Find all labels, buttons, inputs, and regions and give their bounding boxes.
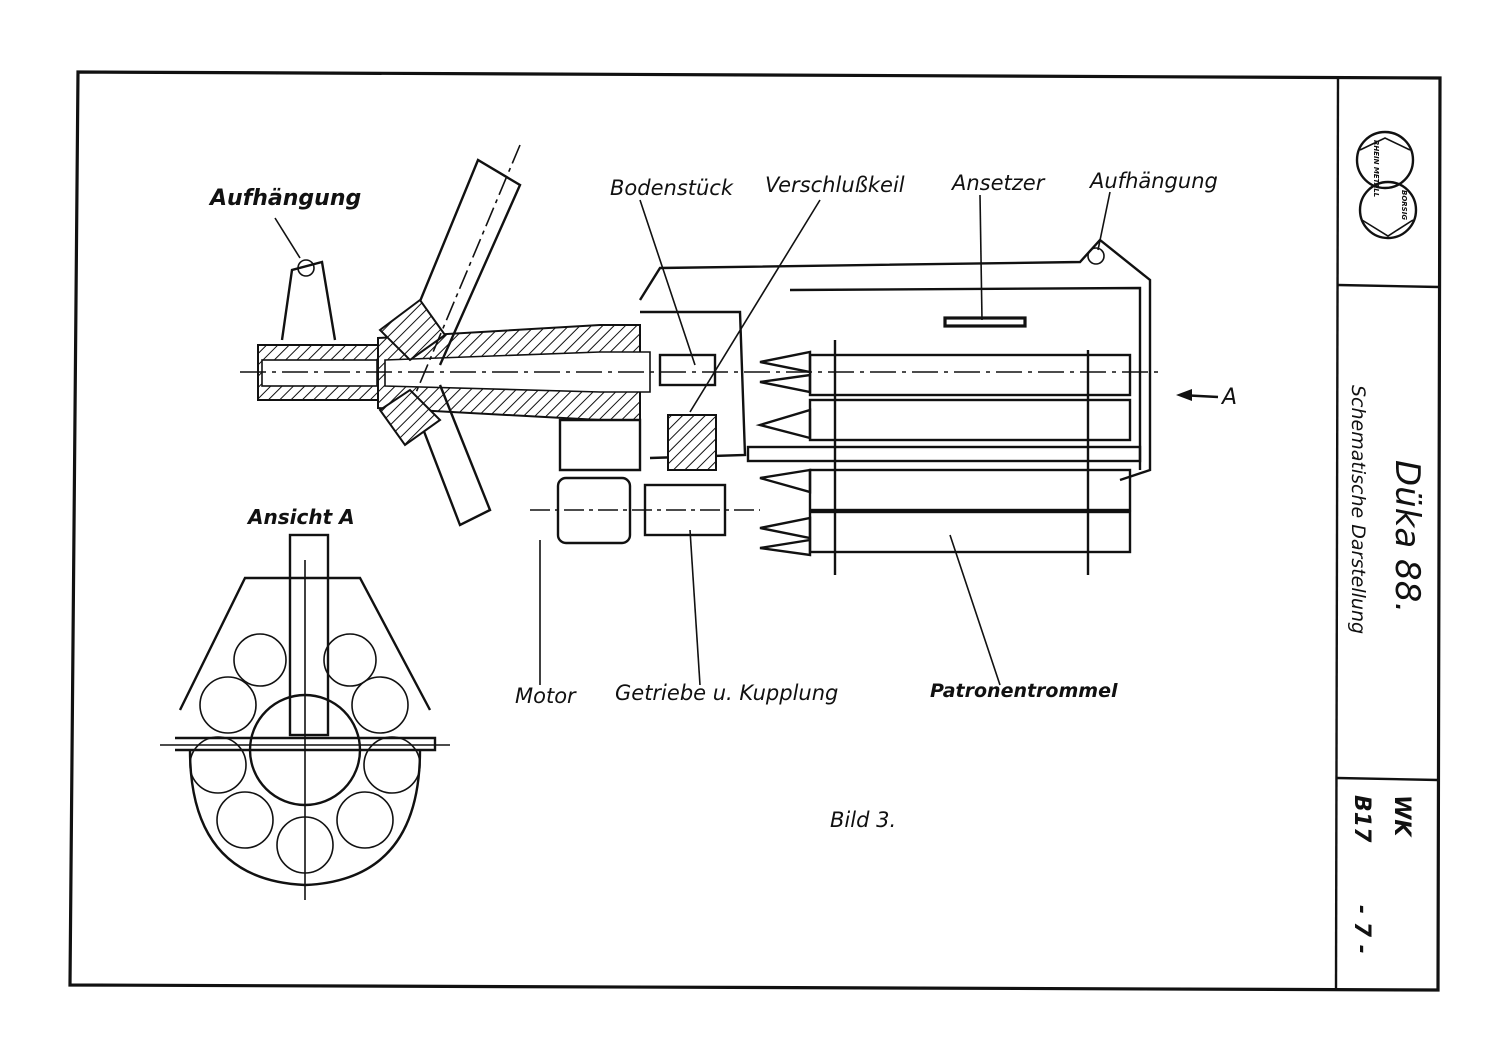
figure-caption: Bild 3.: [830, 808, 896, 832]
motor-gearbox: [530, 418, 760, 545]
label-arrow-a: A: [1220, 385, 1237, 410]
logo-text-borsig: BORSIG: [1400, 190, 1408, 220]
leader-lines: [274, 191, 1111, 686]
label-aufhaengung-left: Aufhängung: [208, 186, 361, 211]
end-view-a: [160, 533, 450, 900]
sheet-subtitle: Schematische Darstellung: [1347, 385, 1369, 634]
label-patronentrommel: Patronentrommel: [930, 680, 1118, 702]
view-arrow-a: [1176, 389, 1219, 401]
label-getriebe: Getriebe u. Kupplung: [615, 681, 838, 705]
drawing-code-b17: B17: [1349, 795, 1374, 843]
label-aufhaengung-right: Aufhängung: [1088, 169, 1218, 193]
cartridge-drum: [746, 340, 1142, 575]
company-logo: [1355, 130, 1418, 240]
diagonal-tube: [378, 144, 522, 527]
barrel-assembly: [240, 259, 1160, 421]
label-ansetzer: Ansetzer: [950, 171, 1046, 195]
page-number: - 7 -: [1349, 905, 1374, 954]
logo-text-rheinmetall: RHEIN METALL: [1372, 140, 1380, 197]
drawing-code-wk: WK: [1389, 795, 1414, 838]
label-motor: Motor: [515, 684, 577, 708]
sheet-border: [68, 70, 1442, 992]
breech-housing: [638, 238, 1152, 482]
label-ansicht-a: Ansicht A: [246, 505, 355, 529]
label-verschlusskeil: Verschlußkeil: [765, 173, 905, 197]
label-bodenstueck: Bodenstück: [610, 176, 734, 200]
sheet-title: Düka 88.: [1387, 460, 1427, 613]
